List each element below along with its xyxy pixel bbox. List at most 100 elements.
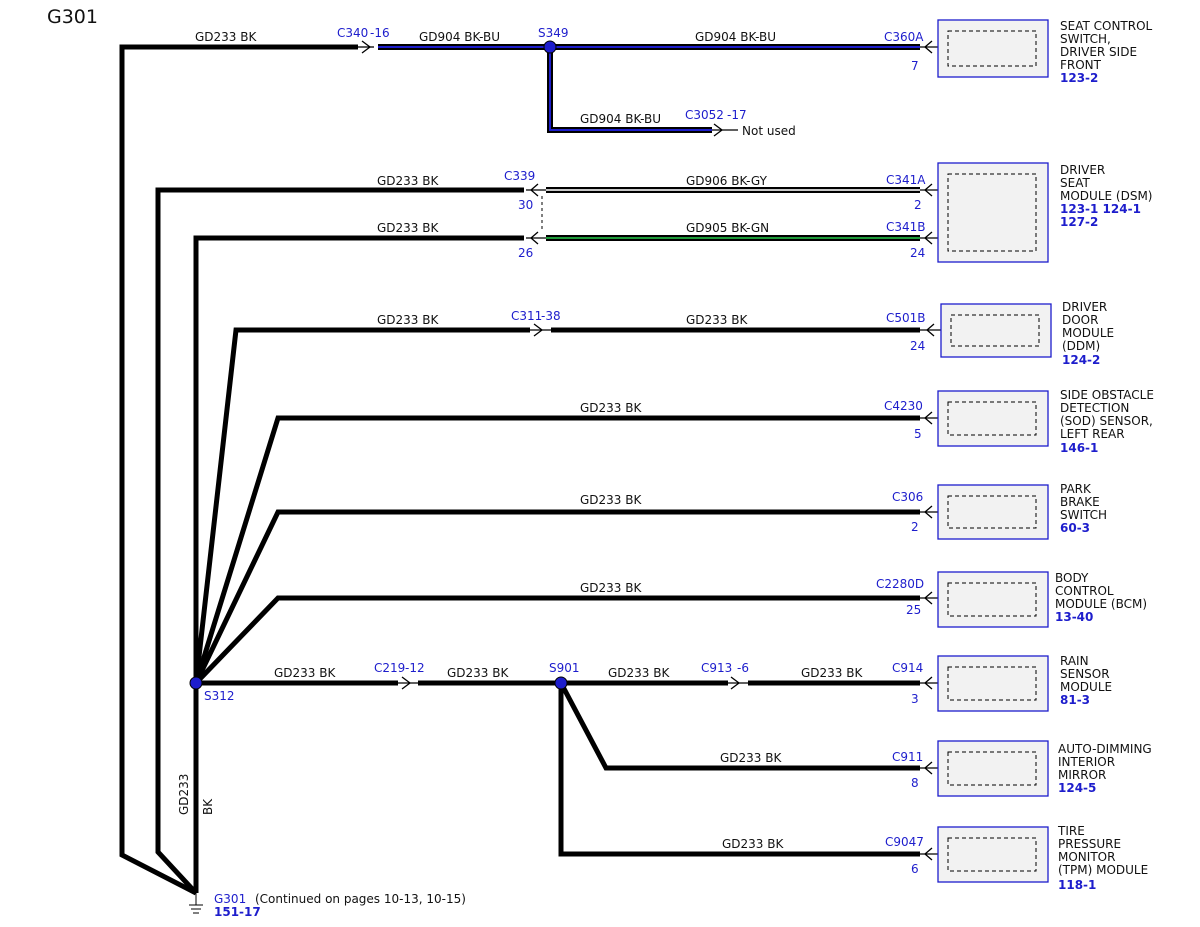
component-box-dsm[interactable] bbox=[937, 162, 1049, 263]
connector-label-c2280d: C2280D bbox=[876, 577, 924, 591]
component-name-line: DETECTION bbox=[1060, 401, 1129, 415]
connector-label-c306: C306 bbox=[892, 490, 923, 504]
wire-s312-c2280d[interactable] bbox=[194, 595, 920, 685]
connector-pin-c9047: 6 bbox=[911, 862, 919, 876]
component-name-line: CONTROL bbox=[1055, 584, 1114, 598]
wire-label-gd904: GD904 BK-BU bbox=[580, 112, 661, 126]
page-ref-bcm[interactable]: 13-40 bbox=[1055, 610, 1093, 624]
component-box-ddm[interactable] bbox=[940, 303, 1052, 358]
ground-note: (Continued on pages 10-13, 10-15) bbox=[255, 892, 466, 906]
component-box-bcm[interactable] bbox=[937, 571, 1049, 628]
connector-label-c360a: C360A bbox=[884, 30, 924, 44]
wire-label: GD233 BK bbox=[801, 666, 863, 680]
wire-s901-c9047[interactable] bbox=[558, 683, 920, 857]
connector-label-c911: C911 bbox=[892, 750, 923, 764]
connector-label-c501b: C501B bbox=[886, 311, 926, 325]
component-name-line: BRAKE bbox=[1060, 495, 1100, 509]
page-ref-ddm[interactable]: 124-2 bbox=[1062, 353, 1100, 367]
page-ref-dsm-2[interactable]: 127-2 bbox=[1060, 215, 1098, 229]
component-name-line: PRESSURE bbox=[1058, 837, 1121, 851]
wire-label: GD233 BK bbox=[722, 837, 784, 851]
component-name-line: MONITOR bbox=[1058, 850, 1115, 864]
splice-label-s349: S349 bbox=[538, 26, 569, 40]
connector-pin-c2280d: 25 bbox=[906, 603, 921, 617]
page-ref-seat-switch[interactable]: 123-2 bbox=[1060, 71, 1098, 85]
wire-label: GD233 BK bbox=[720, 751, 782, 765]
component-name-line: DRIVER SIDE bbox=[1060, 45, 1137, 59]
page-ref-tpm[interactable]: 118-1 bbox=[1058, 878, 1096, 892]
splice-s901[interactable] bbox=[554, 676, 568, 690]
wire-label: GD233 BK bbox=[447, 666, 509, 680]
wire-label: GD233 BK bbox=[195, 30, 257, 44]
component-name-line: AUTO-DIMMING bbox=[1058, 742, 1152, 756]
connector-label-c913: C913 bbox=[701, 661, 732, 675]
page-title: G301 bbox=[47, 6, 98, 28]
connector-label-c340: C340 bbox=[337, 26, 368, 40]
ground-name: G301 bbox=[214, 892, 246, 906]
page-ref-rain[interactable]: 81-3 bbox=[1060, 693, 1090, 707]
ground-ref[interactable]: 151-17 bbox=[214, 905, 261, 919]
component-name-line: FRONT bbox=[1060, 58, 1102, 72]
component-box-seat-switch[interactable] bbox=[937, 19, 1049, 78]
connector-label-c311: C311 bbox=[511, 309, 542, 323]
component-name-line: MIRROR bbox=[1058, 768, 1106, 782]
wire-label: GD233 BK bbox=[686, 313, 748, 327]
wire-label: GD233 BK bbox=[580, 493, 642, 507]
page-ref-sod[interactable]: 146-1 bbox=[1060, 441, 1098, 455]
component-name-line: MODULE bbox=[1060, 680, 1112, 694]
wire-label-gd904: GD904 BK-BU bbox=[419, 30, 500, 44]
component-name-line: BODY bbox=[1055, 571, 1089, 585]
splice-s312[interactable] bbox=[189, 676, 203, 690]
wire-gd904-group bbox=[378, 44, 920, 133]
component-name-line: DRIVER bbox=[1060, 163, 1105, 177]
connector-pin-c360a: 7 bbox=[911, 59, 919, 73]
component-name-line: (DDM) bbox=[1062, 339, 1100, 353]
component-name-line: RAIN bbox=[1060, 654, 1089, 668]
wire-trunk-c339-26[interactable] bbox=[193, 235, 524, 893]
wire-s312-c306[interactable] bbox=[193, 509, 920, 685]
connector-pin-c4230: 5 bbox=[914, 427, 922, 441]
component-name-line: SWITCH, bbox=[1060, 32, 1111, 46]
connector-label-c341b: C341B bbox=[886, 220, 926, 234]
component-name-line: DRIVER bbox=[1062, 300, 1107, 314]
ground-icon[interactable] bbox=[189, 893, 203, 914]
connector-pin-c311: -38 bbox=[541, 309, 561, 323]
component-box-park-brake[interactable] bbox=[937, 484, 1049, 540]
connector-label-c339: C339 bbox=[504, 169, 535, 183]
wire-label: GD233 BK bbox=[377, 174, 439, 188]
not-used-label: Not used bbox=[742, 124, 796, 138]
wire-label: GD233 BK bbox=[580, 401, 642, 415]
wire-s312-c311[interactable] bbox=[193, 327, 530, 684]
wire-label-vertical-color: BK bbox=[201, 798, 215, 815]
component-name-line: INTERIOR bbox=[1058, 755, 1115, 769]
wire-trunk-c339-30[interactable] bbox=[155, 187, 524, 895]
component-box-sod[interactable] bbox=[937, 390, 1049, 447]
connector-pin-c219: -12 bbox=[405, 661, 425, 675]
splice-s349[interactable] bbox=[543, 40, 557, 54]
wire-label-vertical-circuit: GD233 bbox=[177, 774, 191, 815]
connector-pin-c501b: 24 bbox=[910, 339, 925, 353]
page-ref-dsm[interactable]: 123-1 124-1 bbox=[1060, 202, 1141, 216]
page-ref-mirror[interactable]: 124-5 bbox=[1058, 781, 1096, 795]
component-name-line: SEAT bbox=[1060, 176, 1090, 190]
wire-s312-c4230[interactable] bbox=[193, 415, 920, 684]
wire-label-gd905: GD905 BK-GN bbox=[686, 221, 769, 235]
wire-trunk-c340[interactable] bbox=[119, 44, 358, 896]
wire-s901-c911[interactable] bbox=[558, 681, 920, 771]
connector-pin-c306: 2 bbox=[911, 520, 919, 534]
component-box-tpm[interactable] bbox=[937, 826, 1049, 883]
connector-pin-c911: 8 bbox=[911, 776, 919, 790]
wire-label-gd906: GD906 BK-GY bbox=[686, 174, 768, 188]
page-ref-park-brake[interactable]: 60-3 bbox=[1060, 521, 1090, 535]
connector-pin-c3052: -17 bbox=[727, 108, 747, 122]
wire-label: GD233 BK bbox=[274, 666, 336, 680]
connector-label-c914: C914 bbox=[892, 661, 923, 675]
component-box-rain[interactable] bbox=[937, 655, 1049, 712]
wire-label: GD233 BK bbox=[608, 666, 670, 680]
wire-label-gd904: GD904 BK-BU bbox=[695, 30, 776, 44]
component-name-line: MODULE (BCM) bbox=[1055, 597, 1147, 611]
component-name-line: MODULE (DSM) bbox=[1060, 189, 1152, 203]
component-name-line: DOOR bbox=[1062, 313, 1098, 327]
component-box-mirror[interactable] bbox=[937, 740, 1049, 797]
